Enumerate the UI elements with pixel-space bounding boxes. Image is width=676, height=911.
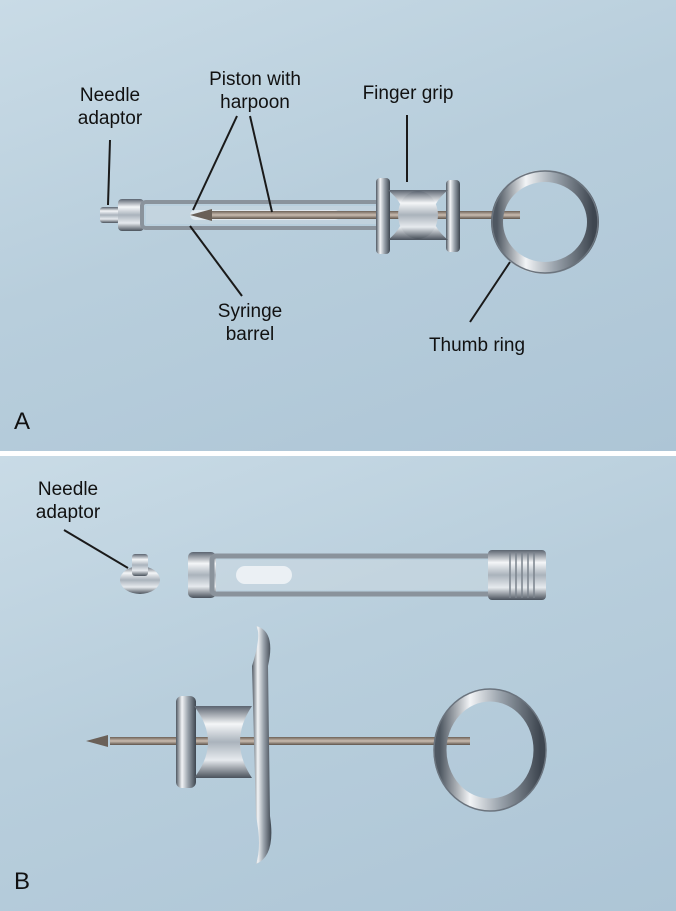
label-finger-grip: Finger grip	[362, 83, 454, 104]
needle-adaptor-loose	[120, 566, 160, 594]
label-piston-with-harpoon: Piston with harpoon	[209, 69, 301, 113]
plunger-flange	[252, 626, 272, 864]
barrel-separate-front	[188, 552, 216, 598]
finger-grip-flange-left	[376, 178, 390, 254]
label-needle-adaptor-b: Needle adaptor	[35, 479, 101, 523]
barrel-front-collar	[118, 199, 144, 231]
thumb-ring	[491, 170, 599, 274]
plunger-harpoon	[86, 735, 108, 747]
barrel-threaded-end	[488, 550, 546, 600]
syringe-assembled-illustration	[100, 115, 599, 323]
plunger-finger-grip	[194, 706, 252, 778]
label-thumb-ring: Thumb ring	[428, 335, 526, 356]
panel-b: Needle adaptor B	[0, 456, 676, 911]
panel-letter-b: B	[14, 868, 31, 895]
needle-adaptor-tip	[100, 207, 120, 223]
piston-rod	[210, 211, 520, 219]
panel-divider	[0, 451, 676, 456]
label-syringe-barrel: Syringe barrel	[217, 301, 283, 345]
finger-grip-flange-right	[446, 180, 460, 252]
barrel-threads	[509, 552, 535, 598]
leader-lines	[107, 115, 511, 323]
leader-line-b	[63, 529, 129, 569]
harpoon-tip	[190, 209, 212, 221]
panel-letter-a: A	[14, 408, 31, 435]
label-needle-adaptor: Needle adaptor	[77, 85, 143, 129]
plunger-rod	[110, 737, 470, 745]
syringe-disassembled-illustration	[63, 529, 547, 864]
panel-a: Needle adaptor Piston with harpoon Finge…	[0, 0, 676, 451]
plunger-thumb-ring	[433, 688, 547, 812]
plunger-knurled-cap	[176, 696, 196, 788]
barrel-window-b	[236, 566, 292, 584]
